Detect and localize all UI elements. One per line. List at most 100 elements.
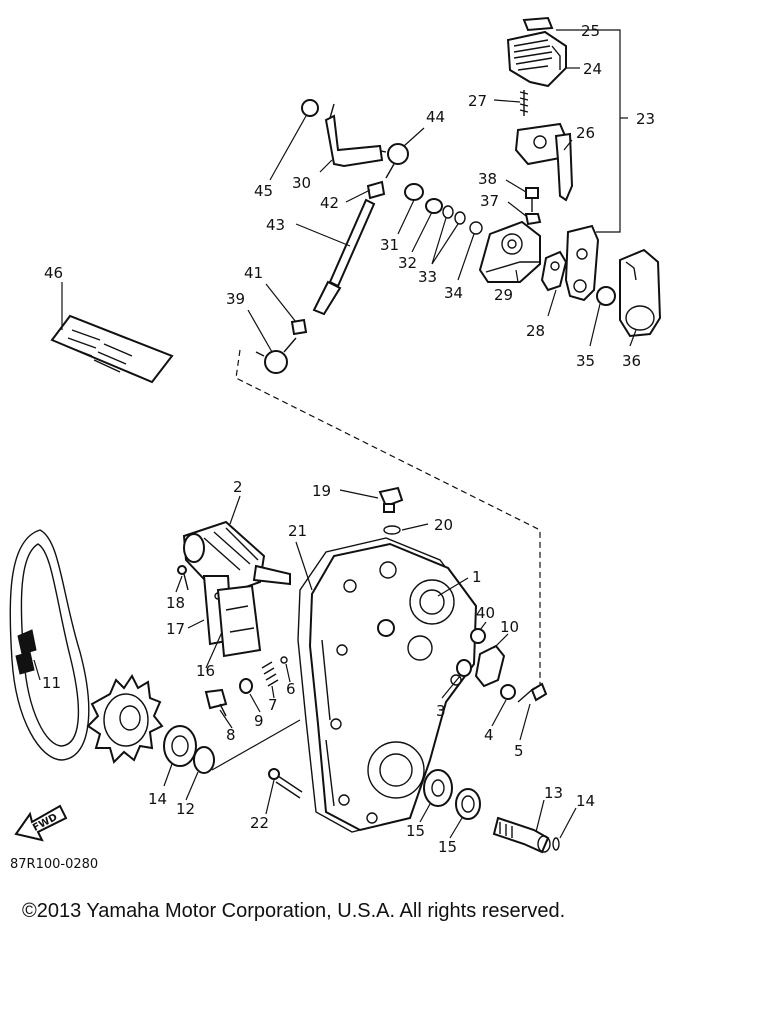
part-41-nut xyxy=(470,628,486,644)
callout-30: 29 xyxy=(494,286,513,304)
part-1-gear-case xyxy=(308,542,478,832)
part-4-washer xyxy=(500,684,516,700)
callout-6: 6 xyxy=(286,680,296,698)
part-26-plate xyxy=(522,16,554,32)
part-16-seal xyxy=(455,788,481,820)
callout-16: 15 xyxy=(438,838,457,856)
callout-31: 30 xyxy=(292,174,311,192)
callout-18: 17 xyxy=(166,620,185,638)
callout-13: 13 xyxy=(544,784,563,802)
part-35-clip xyxy=(469,221,483,235)
leader-lines xyxy=(33,29,637,839)
callout-4: 4 xyxy=(484,726,494,744)
callout-37: 36 xyxy=(622,352,641,370)
callout-40: 39 xyxy=(226,290,245,308)
part-31-crank xyxy=(324,103,384,168)
part-40-ball-joint xyxy=(255,337,297,374)
callout-32: 31 xyxy=(380,236,399,254)
callout-14: 14 xyxy=(576,792,595,810)
part-7-spring xyxy=(261,661,279,687)
part-23-bolt xyxy=(268,768,303,799)
part-42-nut xyxy=(290,318,308,336)
callout-15: 14 xyxy=(148,790,167,808)
callout-21: 20 xyxy=(434,516,453,534)
part-14-clip xyxy=(552,837,560,851)
callout-2: 2 xyxy=(233,478,243,496)
part-2-shift-drum xyxy=(182,520,291,598)
part-5-bolt xyxy=(517,682,548,703)
callout-33: 32 xyxy=(398,254,417,272)
callout-22: 21 xyxy=(288,522,307,540)
part-15b-bearing xyxy=(423,769,453,807)
callout-20: 19 xyxy=(312,482,331,500)
part-45-rod-end xyxy=(375,143,409,179)
part-27-lever xyxy=(514,122,574,202)
callout-44: 43 xyxy=(266,216,285,234)
part-47-label xyxy=(50,314,174,384)
callout-36: 35 xyxy=(576,352,595,370)
callout-43: 42 xyxy=(320,194,339,212)
callout-27: 26 xyxy=(576,124,595,142)
callout-5: 5 xyxy=(514,742,524,760)
figure-code: 87R100-0280 xyxy=(10,857,98,872)
part-9-washer xyxy=(239,678,253,694)
callout-9: 9 xyxy=(254,712,264,730)
part-15-bearing xyxy=(163,725,197,767)
callout-1: 1 xyxy=(472,568,482,586)
part-37-boot xyxy=(619,248,662,338)
part-30-bracket xyxy=(478,220,541,283)
part-8-bolt xyxy=(204,688,228,717)
callout-39: 38 xyxy=(478,170,497,188)
callout-11: 11 xyxy=(42,674,61,692)
callout-41: 40 xyxy=(476,604,495,622)
callout-15b: 15 xyxy=(406,822,425,840)
callout-34: 33 xyxy=(418,268,437,286)
part-29-link xyxy=(540,250,568,292)
callout-26: 25 xyxy=(581,22,600,40)
callout-17: 16 xyxy=(196,662,215,680)
sprocket xyxy=(86,674,164,764)
callout-46: 45 xyxy=(254,182,273,200)
callout-45: 44 xyxy=(426,108,445,126)
part-25-cover xyxy=(506,30,567,88)
part-11-chain xyxy=(9,529,90,761)
part-12-bearing xyxy=(193,746,215,774)
part-24-arm xyxy=(564,224,600,302)
part-34b-washer xyxy=(454,211,466,225)
callout-10: 10 xyxy=(500,618,519,636)
callout-38: 37 xyxy=(480,192,499,210)
callout-23: 22 xyxy=(250,814,269,832)
part-3-seal xyxy=(456,659,472,677)
part-17-plate xyxy=(216,584,262,658)
forward-arrow-icon: FWD xyxy=(14,804,68,842)
callout-24: 23 xyxy=(636,110,655,128)
part-39-bolt xyxy=(525,187,539,212)
part-33-washer xyxy=(425,198,443,214)
callout-3: 3 xyxy=(436,702,446,720)
part-10-lever xyxy=(474,644,506,688)
callout-25: 24 xyxy=(583,60,602,78)
part-32-washer xyxy=(404,183,424,201)
callout-35: 34 xyxy=(444,284,463,302)
part-34-washer xyxy=(442,205,454,219)
callout-12: 12 xyxy=(176,800,195,818)
callout-7: 7 xyxy=(268,696,278,714)
callout-42: 41 xyxy=(244,264,263,282)
callout-8: 8 xyxy=(226,726,236,744)
callout-47: 46 xyxy=(44,264,63,282)
callout-19: 18 xyxy=(166,594,185,612)
callout-29: 28 xyxy=(526,322,545,340)
copyright-notice: ©2013 Yamaha Motor Corporation, U.S.A. A… xyxy=(22,900,566,922)
part-36-bushing xyxy=(596,286,616,306)
callouts: 25 24 23 27 26 38 37 29 28 35 36 44 45 3… xyxy=(10,22,655,872)
part-19-bolt xyxy=(177,565,189,591)
part-20-plug xyxy=(378,486,404,513)
callout-28: 27 xyxy=(468,92,487,110)
part-43-nut xyxy=(366,180,386,200)
part-13-shaft xyxy=(492,816,551,854)
part-38-nut xyxy=(524,213,542,226)
part-6-ball xyxy=(280,656,288,664)
part-44-rod xyxy=(312,198,376,316)
assembly-line xyxy=(235,349,541,684)
